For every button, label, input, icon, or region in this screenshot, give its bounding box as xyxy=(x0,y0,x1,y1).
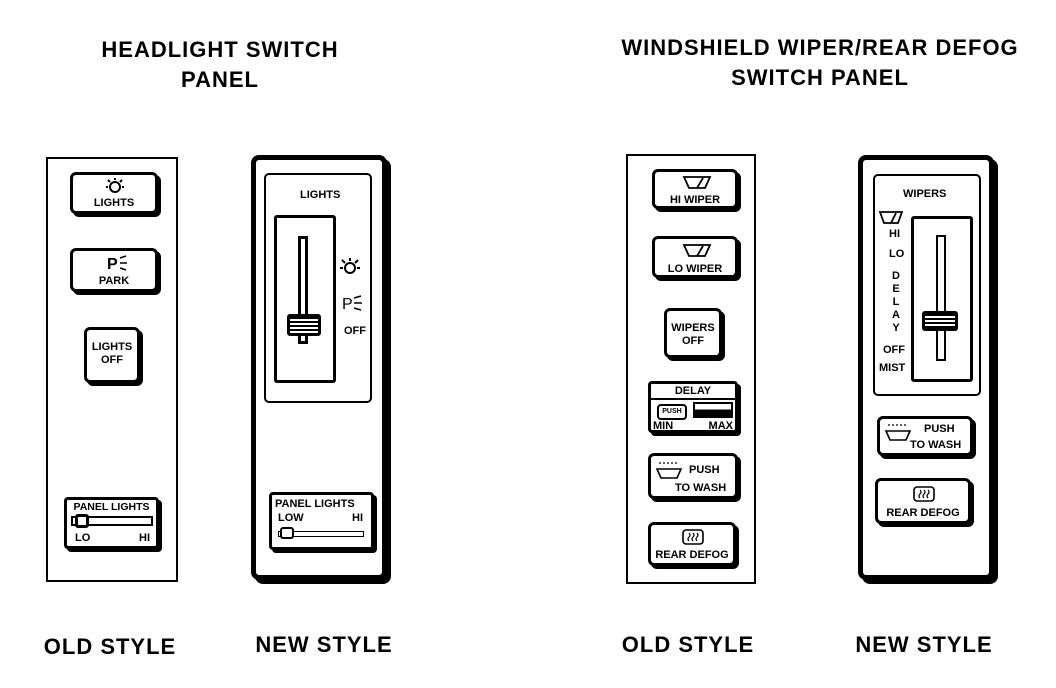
headlight-new-style-caption: NEW STYLE xyxy=(255,632,393,657)
panel-lights-dimmer: PANEL LIGHTS LOW HI xyxy=(269,492,374,550)
lo-wiper-label: LO WIPER xyxy=(667,263,723,275)
rear-defog-label: REAR DEFOG xyxy=(886,507,960,519)
lights-off-button[interactable]: LIGHTS OFF xyxy=(84,327,140,383)
lights-button[interactable]: LIGHTS xyxy=(70,172,158,214)
windshield-wiper-icon xyxy=(682,244,712,257)
lo-label: LO xyxy=(889,248,905,260)
wiper-old-style-caption: OLD STYLE xyxy=(621,632,755,657)
wiper-old-panel: HI WIPER LO WIPER WIPERS OFF DELAY PUSH … xyxy=(626,154,756,584)
park-button[interactable]: P PARK xyxy=(70,248,158,292)
wiper-new-style-caption: NEW STYLE xyxy=(855,632,993,657)
wiper-title-line2: SWITCH PANEL xyxy=(731,65,909,90)
headlight-panel-title: HEADLIGHT SWITCH PANEL xyxy=(60,35,380,95)
panel-lights-label: PANEL LIGHTS xyxy=(73,501,150,513)
delay-push-button[interactable]: PUSH xyxy=(657,404,687,420)
washer-icon xyxy=(655,462,683,479)
delay-letter-y: Y xyxy=(892,322,900,334)
delay-divider xyxy=(651,398,735,400)
lo-label: LO xyxy=(75,532,91,544)
lights-label: LIGHTS xyxy=(93,197,135,209)
wipers-switch-bezel: WIPERS HI LO D E L A Y OFF MIST xyxy=(873,174,981,396)
wipers-heading: WIPERS xyxy=(903,188,947,200)
headlamp-icon xyxy=(340,258,360,274)
wiper-panel-title: WINDSHIELD WIPER/REAR DEFOG SWITCH PANEL xyxy=(590,33,1050,93)
headlight-old-style-caption: OLD STYLE xyxy=(43,634,177,659)
off-label: OFF xyxy=(344,325,366,337)
panel-lights-knob[interactable] xyxy=(280,527,294,539)
push-to-wash-button[interactable]: PUSH TO WASH xyxy=(648,453,738,499)
lights-switch-bezel: LIGHTS P OFF xyxy=(264,173,372,403)
washer-icon xyxy=(884,424,912,441)
panel-lights-knob[interactable] xyxy=(75,514,89,528)
hi-wiper-label: HI WIPER xyxy=(669,194,721,206)
rear-defog-button[interactable]: REAR DEFOG xyxy=(875,478,971,524)
hi-wiper-button[interactable]: HI WIPER xyxy=(652,169,738,209)
push-label: PUSH xyxy=(689,464,720,476)
headlight-title-line1: HEADLIGHT SWITCH xyxy=(101,37,339,62)
wipers-track xyxy=(936,235,946,361)
low-label: LOW xyxy=(278,512,304,524)
to-wash-label: TO WASH xyxy=(910,439,962,451)
windshield-wiper-icon xyxy=(878,211,904,224)
parking-light-icon: P xyxy=(342,295,362,313)
lo-wiper-button[interactable]: LO WIPER xyxy=(652,236,738,278)
lights-off-label-line1: LIGHTS xyxy=(91,341,133,353)
wipers-slider-knob[interactable] xyxy=(922,311,958,331)
push-label: PUSH xyxy=(924,423,955,435)
hi-label: HI xyxy=(889,228,900,240)
min-label: MIN xyxy=(653,420,674,432)
headlight-old-panel: LIGHTS P PARK LIGHTS OFF PANEL LIGHTS LO… xyxy=(46,157,178,582)
wipers-off-label-line1: WIPERS xyxy=(671,322,715,334)
to-wash-label: TO WASH xyxy=(675,482,727,494)
wipers-slot xyxy=(911,216,973,382)
svg-text:P: P xyxy=(342,296,353,313)
hi-label: HI xyxy=(139,532,150,544)
delay-letter-d: D xyxy=(892,270,900,282)
rear-defog-button[interactable]: REAR DEFOG xyxy=(648,522,736,566)
delay-label: DELAY xyxy=(674,385,712,397)
park-label: PARK xyxy=(98,275,130,287)
off-label: OFF xyxy=(883,344,905,356)
lights-heading: LIGHTS xyxy=(300,189,341,201)
svg-text:P: P xyxy=(107,256,118,273)
lights-slider-knob[interactable] xyxy=(287,314,321,336)
wiper-new-panel: WIPERS HI LO D E L A Y OFF MIST PUSH TO … xyxy=(858,155,994,580)
panel-lights-dimmer: PANEL LIGHTS LO HI xyxy=(64,497,159,549)
windshield-wiper-icon xyxy=(682,176,712,189)
delay-control: DELAY PUSH MIN MAX xyxy=(648,381,738,433)
parking-light-icon: P xyxy=(107,255,127,273)
rear-defrost-icon xyxy=(682,529,704,545)
rear-defog-label: REAR DEFOG xyxy=(655,549,729,561)
rear-defrost-icon xyxy=(913,486,935,502)
panel-lights-label: PANEL LIGHTS xyxy=(275,498,355,510)
panel-lights-track xyxy=(71,516,153,526)
headlight-title-line2: PANEL xyxy=(181,67,259,92)
push-label: PUSH xyxy=(662,408,682,415)
panel-lights-track xyxy=(278,531,364,537)
delay-letter-l: L xyxy=(892,296,900,308)
lights-off-label-line2: OFF xyxy=(101,354,123,366)
max-label: MAX xyxy=(708,420,733,432)
delay-slider-track[interactable] xyxy=(693,402,733,418)
mist-label: MIST xyxy=(879,362,906,374)
delay-letter-a: A xyxy=(892,309,900,321)
wipers-off-label-line2: OFF xyxy=(682,335,704,347)
lights-slot xyxy=(274,215,336,383)
wipers-off-button[interactable]: WIPERS OFF xyxy=(664,308,722,358)
hi-label: HI xyxy=(352,512,363,524)
wiper-title-line1: WINDSHIELD WIPER/REAR DEFOG xyxy=(621,35,1019,60)
lights-track xyxy=(298,236,308,344)
headlight-new-panel: LIGHTS P OFF PANEL LIGHTS LOW HI xyxy=(251,155,387,580)
delay-letter-e: E xyxy=(892,283,900,295)
push-to-wash-button[interactable]: PUSH TO WASH xyxy=(877,416,973,456)
headlamp-icon xyxy=(106,178,124,193)
